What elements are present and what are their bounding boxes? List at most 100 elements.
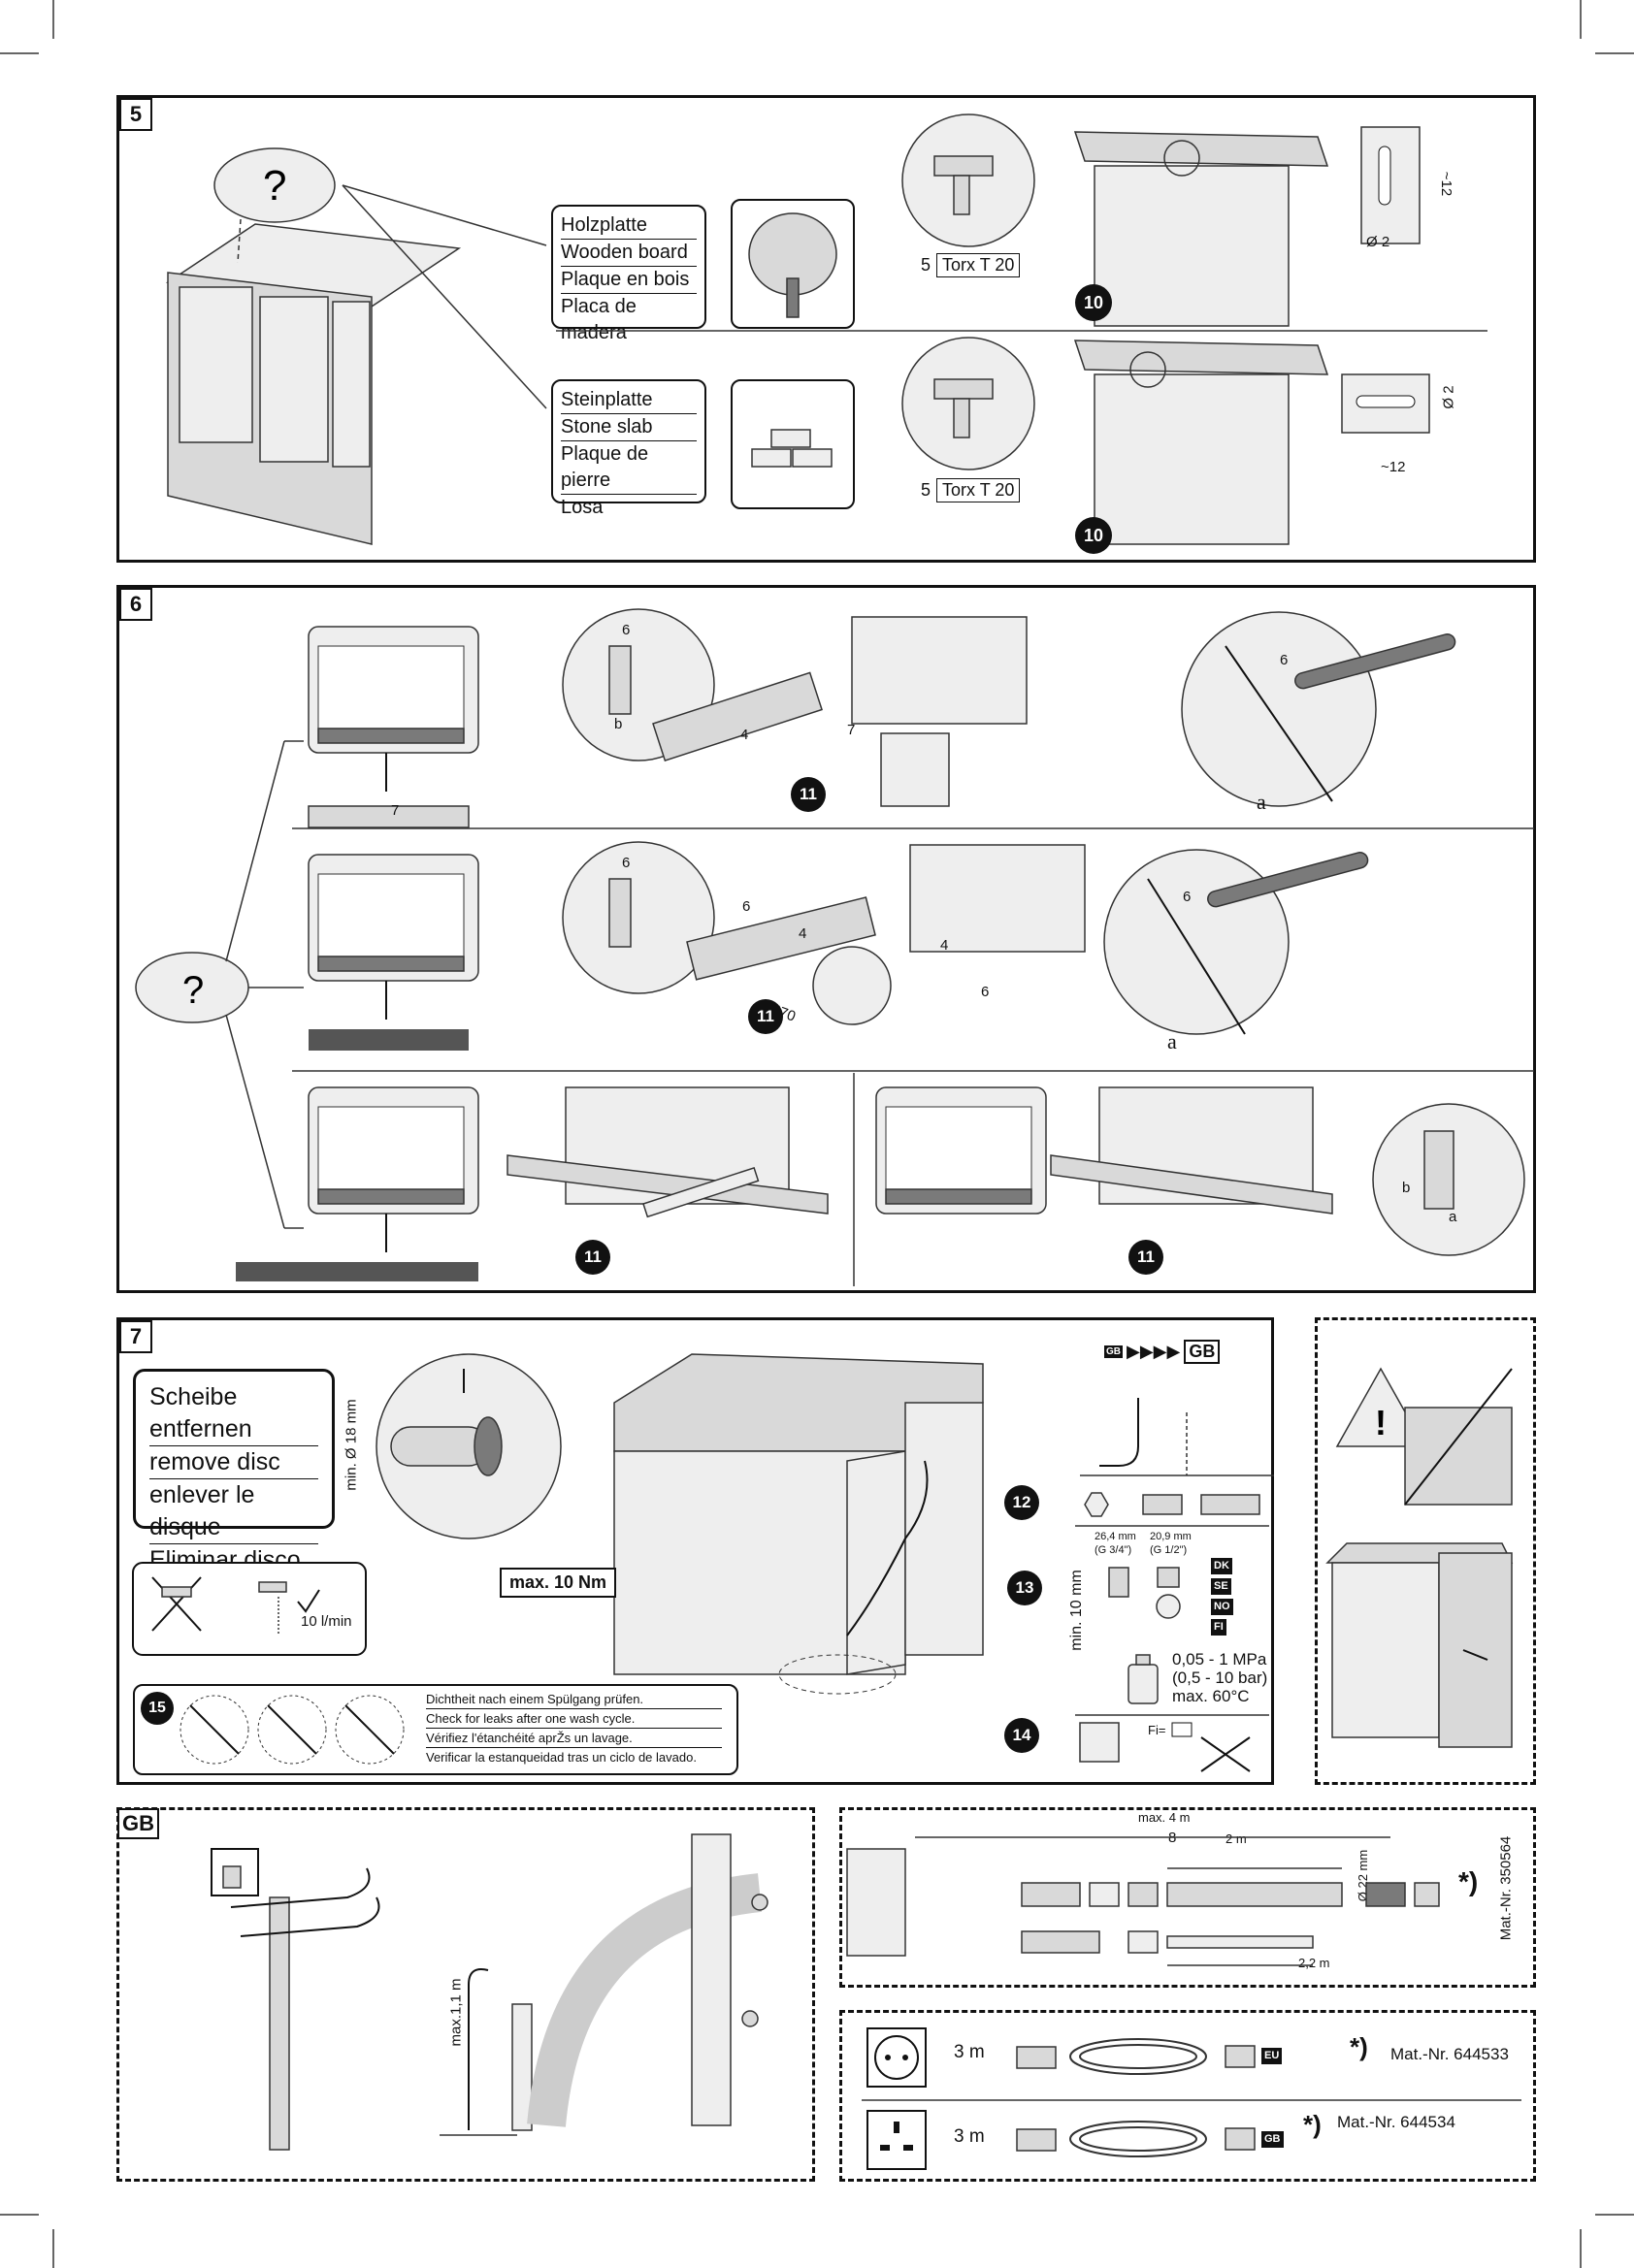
dim-a-label-row3: a [1449, 1209, 1457, 1225]
hose-extension-parts [846, 1836, 1440, 1966]
dishwasher-front-row2 [308, 854, 479, 1051]
plinth-mounting-detail-row2 [562, 841, 1086, 1025]
leak-text-en: Check for leaks after one wash cycle. [426, 1709, 722, 1729]
warning-triangle-icon: ! [1335, 1367, 1513, 1506]
side-warning-panel: ! [1315, 1317, 1536, 1785]
country-dk: DK [1211, 1558, 1232, 1574]
fi-divider [1075, 1714, 1269, 1716]
pressure-mpa: 0,05 - 1 MPa [1172, 1650, 1267, 1669]
gb-adapter-header: GB ▶▶▶▶ GB [1104, 1340, 1221, 1364]
bin-icon [211, 1848, 259, 1896]
gb-drain-panel: GB max.1,1 m [116, 1807, 815, 2182]
max-temperature: max. 60°C [1172, 1687, 1250, 1705]
step-circle-15: 15 [141, 1692, 174, 1725]
arrows-icon: ▶▶▶▶ [1127, 1342, 1181, 1361]
torx-size-wood: Torx T 20 [936, 253, 1021, 277]
leak-text-fr: Vérifiez l'étanchéité aprŽs un lavage. [426, 1729, 722, 1748]
stone-label-en: Stone slab [561, 414, 697, 441]
part-6-screwdriver: 6 [1280, 652, 1289, 668]
dim-wood-length: ~12 [1438, 171, 1455, 197]
stone-slab-labels: Steinplatte Stone slab Plaque de pierre … [551, 379, 706, 518]
plinth-saw-cut-left [507, 1086, 829, 1218]
part-4-label-row2b: 4 [940, 937, 949, 954]
gb-region-badge: GB [117, 1808, 159, 1839]
svg-text:?: ? [182, 969, 204, 1012]
no-tool-icons [180, 1695, 405, 1765]
svg-text:!: ! [1375, 1403, 1387, 1442]
eu-mat-nr: Mat.-Nr. 644533 [1390, 2045, 1509, 2063]
part-6-label-row2b: 6 [742, 898, 751, 915]
max-length-label: max. 4 m [1138, 1810, 1191, 1825]
step-number: 6 [119, 588, 152, 621]
wood-board-labels: Holzplatte Wooden board Plaque en bois P… [551, 205, 706, 343]
step-circle-11-row3a: 11 [575, 1240, 610, 1275]
step-circle-11-row1: 11 [791, 777, 826, 812]
kitchen-cabinet-illustration: ? [165, 147, 462, 545]
step-circle-12: 12 [1004, 1485, 1039, 1520]
dim-a-label-row2: a [1167, 1029, 1177, 1053]
gb-big-badge: GB [1184, 1340, 1221, 1364]
leak-text-es: Verificar la estanqueidad tras un ciclo … [426, 1750, 697, 1765]
bricks-icon [731, 379, 855, 509]
cable-row-divider [862, 2099, 1521, 2101]
mat-nr-hose: Mat.-Nr. 350564 [1497, 1835, 1515, 1941]
hose-extension-panel: max. 4 m 8 2 m Ø 22 mm 2,2 m *) Mat.-Nr.… [839, 1807, 1536, 1988]
step-circle-10-stone: 10 [1075, 517, 1112, 554]
row-divider-2 [292, 1070, 1534, 1072]
leak-text-de: Dichtheit nach einem Spülgang prüfen. [426, 1690, 722, 1709]
part-6-label: 6 [622, 622, 631, 638]
gb-region-cable-badge: GB [1261, 2131, 1284, 2148]
part-7-label-row1: 7 [391, 802, 400, 819]
row3-vertical-divider [853, 1073, 855, 1286]
hose-height-illustration [440, 1968, 533, 2136]
dishwasher-front-row3 [236, 1086, 479, 1281]
question-cloud-branches: ? [135, 740, 304, 1229]
leak-check-box: 15 Dichtheit nach einem Spülgang prüfen.… [133, 1684, 738, 1775]
tree-icon [731, 199, 855, 329]
bottle-icon [1127, 1654, 1159, 1704]
step-number: 5 [119, 98, 152, 131]
country-se: SE [1211, 1578, 1231, 1595]
row-divider-1 [292, 827, 1534, 829]
disc-removal-detail [376, 1353, 562, 1539]
screwdriver-detail-row1 [1181, 611, 1456, 807]
screw-ref-stone: 5 [921, 480, 931, 500]
eu-socket-icon [866, 2027, 927, 2088]
torque-limit: max. 10 Nm [500, 1568, 617, 1598]
part-6-screwdriver-row2: 6 [1183, 889, 1192, 905]
min-height-label: min. 10 mm [1067, 1570, 1085, 1651]
wood-label-en: Wooden board [561, 240, 697, 267]
slot-detail-stone [1341, 373, 1430, 434]
gb-mat-nr: Mat.-Nr. 644534 [1337, 2113, 1455, 2131]
thread2-size: 20,9 mm [1150, 1531, 1192, 1542]
plinth-mounting-detail-row1 [562, 608, 1028, 807]
stone-label-es: Losa [561, 497, 604, 518]
dim-stone-diameter: Ø 2 [1440, 385, 1457, 409]
dishwasher-front-row1 [308, 626, 479, 828]
screw-ref-wood: 5 [921, 255, 931, 275]
step-circle-14: 14 [1004, 1718, 1039, 1753]
part-6-label-row2: 6 [622, 855, 631, 871]
socket-and-cable-icon [1079, 1722, 1251, 1772]
bracket-detail-wood [901, 113, 1035, 247]
step7-panel: 7 Scheibe entfernen remove disc enlever … [116, 1317, 1274, 1785]
gb-cable-length: 3 m [954, 2126, 985, 2147]
min-diameter-label: min. Ø 18 mm [343, 1399, 360, 1491]
part-7-label: 7 [847, 722, 856, 738]
plinth-saw-cut-right [1050, 1086, 1333, 1215]
svg-text:?: ? [263, 162, 286, 210]
hole-detail-wood [1360, 126, 1421, 244]
bracket-detail-stone [901, 337, 1035, 470]
gb-cable-illustration [1016, 2121, 1256, 2157]
disc-label-en: remove disc [149, 1446, 318, 1479]
dishwasher-under-wood [1073, 131, 1329, 327]
length-2m-label: 2 m [1226, 1831, 1247, 1846]
dim-stone-length: ~12 [1381, 459, 1406, 475]
thread-fittings [1108, 1567, 1181, 1619]
dim-b-label-row3: b [1402, 1180, 1411, 1196]
thread-divider [1075, 1525, 1269, 1527]
leader-lines [342, 184, 547, 409]
hose-clamp-illustration [527, 1833, 768, 2127]
screwdriver-detail-row2 [1103, 849, 1369, 1035]
step-circle-11-row2: 11 [748, 999, 783, 1034]
